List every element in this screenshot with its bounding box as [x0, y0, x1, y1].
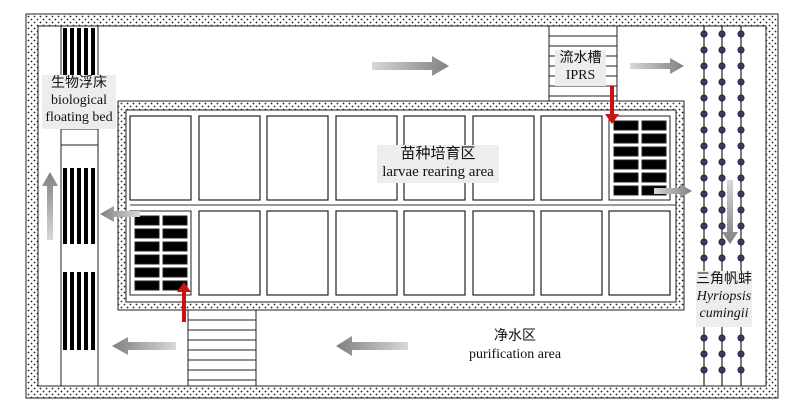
mussel-label-en2: cumingii [699, 306, 749, 321]
mussel-marker [718, 158, 726, 166]
flow-arrow-right-out [654, 184, 692, 198]
floating-bed-label-cn: 生物浮床 [51, 76, 107, 91]
mussel-marker [737, 174, 745, 182]
mussel-marker [737, 350, 745, 358]
rearing-ponds-top [129, 115, 603, 201]
mussel-marker [718, 350, 726, 358]
mussel-marker [700, 350, 708, 358]
floating-bed-label-en1: biological [51, 93, 107, 108]
rearing-area-embankment [117, 100, 685, 311]
mussel-marker [718, 174, 726, 182]
mussel-marker [737, 238, 745, 246]
mussel-label-cn: 三角帆蚌 [696, 272, 752, 287]
mussel-marker [718, 206, 726, 214]
mussel-marker [737, 206, 745, 214]
mussel-marker [700, 334, 708, 342]
mussel-marker [700, 158, 708, 166]
flow-arrow-bottom-left [112, 337, 176, 355]
mussel-marker [700, 366, 708, 374]
mussel-marker [718, 78, 726, 86]
mussel-marker [718, 366, 726, 374]
outer-dotted-embankment [25, 13, 779, 399]
mussel-marker [700, 174, 708, 182]
mussel-marker [718, 30, 726, 38]
mussel-marker [737, 158, 745, 166]
flow-arrows [42, 56, 738, 356]
purification-ladder [187, 309, 257, 387]
mussel-marker [737, 366, 745, 374]
floating-bed-label: 生物浮床 biological floating bed [42, 75, 116, 129]
mussel-marker [718, 94, 726, 102]
mussel-label: 三角帆蚌 Hyriopsis cumingii [696, 271, 752, 327]
flow-arrow-bottom-center [336, 336, 408, 356]
mussel-marker [700, 46, 708, 54]
rearing-area-label-cn: 苗种培育区 [400, 146, 476, 162]
iprs-label-en: IPRS [565, 68, 596, 83]
mussel-marker [737, 190, 745, 198]
mussel-label-en1: Hyriopsis [696, 289, 752, 304]
mussel-marker [737, 78, 745, 86]
mussel-marker [737, 94, 745, 102]
mussel-marker [700, 78, 708, 86]
mussel-marker [737, 142, 745, 150]
mussel-marker [737, 254, 745, 262]
mussel-marker [700, 62, 708, 70]
iprs-label: 流水槽 IPRS [555, 50, 606, 86]
mussel-marker [737, 110, 745, 118]
flow-arrow-top-right [630, 58, 684, 74]
mussel-marker [700, 126, 708, 134]
mussel-marker [737, 334, 745, 342]
floating-bed-label-en2: floating bed [45, 110, 113, 125]
mussel-marker [718, 46, 726, 54]
mussel-marker [700, 222, 708, 230]
mussel-marker [737, 126, 745, 134]
mussel-marker [718, 238, 726, 246]
mussel-marker [700, 190, 708, 198]
inflow-arrow-bottom [177, 282, 191, 322]
flow-arrow-mussel-down [722, 180, 738, 244]
cage-block-top-right [608, 115, 671, 201]
mussel-marker [700, 142, 708, 150]
purification-label-en: purification area [468, 347, 562, 362]
purification-label-cn: 净水区 [494, 329, 536, 344]
mussel-marker [718, 222, 726, 230]
mussel-marker [718, 334, 726, 342]
cage-block-bottom-left [129, 210, 192, 296]
mussel-marker [700, 30, 708, 38]
mussel-marker [700, 206, 708, 214]
rearing-area-label: 苗种培育区 larvae rearing area [377, 145, 499, 183]
flow-arrow-top-center [372, 56, 449, 76]
inflow-arrow-top [605, 86, 619, 124]
mussel-marker [737, 46, 745, 54]
mussel-markers [700, 30, 745, 374]
mussel-marker [737, 30, 745, 38]
flow-arrow-into-bed [100, 206, 140, 222]
mussel-marker [700, 254, 708, 262]
mussel-marker [718, 126, 726, 134]
flow-arrow-bed-up [42, 172, 58, 240]
mussel-marker [718, 190, 726, 198]
mussel-marker [737, 222, 745, 230]
mussel-marker [718, 62, 726, 70]
rearing-area-label-en: larvae rearing area [382, 164, 494, 180]
mussel-marker [737, 62, 745, 70]
mussel-marker [718, 142, 726, 150]
mussel-marker [700, 110, 708, 118]
purification-label: 净水区 purification area [455, 328, 575, 364]
rearing-ponds-bottom [198, 210, 671, 296]
mussel-marker [718, 254, 726, 262]
mussel-marker [718, 110, 726, 118]
mussel-marker [700, 238, 708, 246]
mussel-marker [700, 94, 708, 102]
inflow-arrows [177, 86, 619, 322]
iprs-label-cn: 流水槽 [559, 51, 602, 66]
